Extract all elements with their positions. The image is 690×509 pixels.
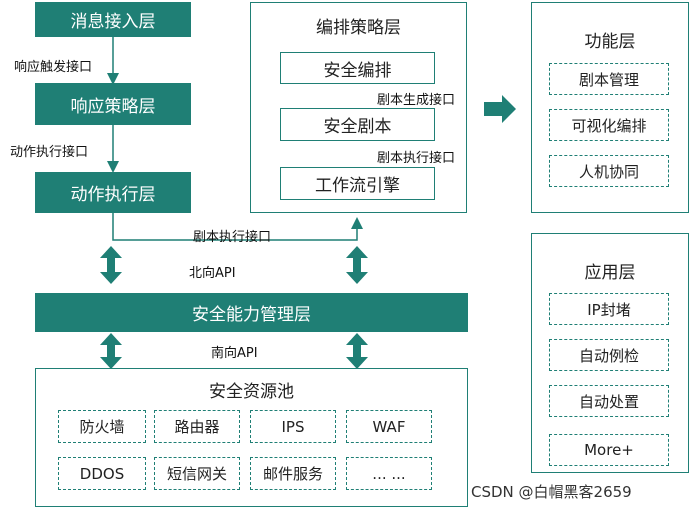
north-api-label: 北向API [189, 266, 236, 281]
flow-arrow-act-to-orch [112, 213, 363, 241]
security-script-box: 安全剧本 [280, 108, 435, 141]
csdn-watermark: CSDN @白帽黑客2659 [471, 483, 632, 501]
security-orchestration-label: 安全编排 [323, 60, 392, 81]
msg-layer-label: 消息接入层 [70, 12, 156, 32]
function-item-label: 可视化编排 [571, 116, 647, 135]
resource-label: 邮件服务 [262, 465, 323, 483]
resp-strategy-layer-box: 响应策略层 [35, 83, 191, 125]
resource-more: ... ... [346, 457, 432, 490]
resp-strategy-layer-label: 响应策略层 [70, 96, 156, 117]
action-exec-layer-label: 动作执行层 [70, 185, 156, 205]
resource-sms-gateway: 短信网关 [154, 457, 240, 490]
script-exec-iface-inner-label: 剧本执行接口 [377, 151, 456, 166]
resource-firewall: 防火墙 [58, 410, 146, 443]
resource-label: 路由器 [174, 418, 220, 436]
resp-trigger-iface-label: 响应触发接口 [14, 60, 93, 75]
resource-label: DDOS [79, 464, 125, 483]
double-arrow-south-left [100, 333, 122, 369]
security-script-label: 安全剧本 [323, 117, 392, 137]
application-item-auto-disposal: 自动处置 [549, 385, 669, 417]
south-api-label: 南向API [211, 346, 258, 361]
workflow-engine-label: 工作流引擎 [315, 176, 400, 196]
big-right-arrow [484, 95, 516, 123]
application-item-more: More+ [549, 434, 669, 466]
function-item-script-mgmt: 剧本管理 [549, 63, 669, 95]
action-exec-layer-box: 动作执行层 [35, 172, 191, 213]
resource-label: 防火墙 [79, 418, 125, 436]
resource-ips: IPS [250, 410, 336, 443]
security-capability-mgmt-layer-label: 安全能力管理层 [192, 305, 311, 325]
resource-label: IPS [281, 417, 305, 436]
resource-ddos: DDOS [58, 457, 146, 490]
workflow-engine-box: 工作流引擎 [280, 167, 435, 200]
resource-label: WAF [372, 417, 406, 436]
application-item-auto-inspection: 自动例检 [549, 339, 669, 371]
function-item-label: 剧本管理 [578, 70, 639, 89]
msg-layer-box: 消息接入层 [35, 2, 191, 37]
application-item-label: IP封堵 [587, 300, 631, 319]
double-arrow-north-right [346, 246, 368, 284]
script-exec-iface-label: 剧本执行接口 [193, 230, 272, 245]
function-layer-title: 功能层 [584, 32, 636, 52]
security-capability-mgmt-layer-box: 安全能力管理层 [35, 293, 468, 332]
resource-waf: WAF [346, 410, 432, 443]
application-layer-title: 应用层 [584, 263, 636, 283]
resource-label: ... ... [372, 464, 406, 483]
resource-pool-title: 安全资源池 [209, 382, 294, 402]
function-item-visual-orchestration: 可视化编排 [549, 109, 669, 141]
application-item-label: 自动例检 [578, 346, 639, 365]
resource-router: 路由器 [154, 410, 240, 443]
function-item-label: 人机协同 [578, 162, 639, 181]
action-exec-iface-label: 动作执行接口 [10, 145, 89, 160]
application-item-ip-block: IP封堵 [549, 293, 669, 325]
application-item-label: More+ [584, 441, 634, 459]
security-orchestration-box: 安全编排 [280, 52, 435, 84]
resource-label: 短信网关 [166, 465, 227, 483]
function-item-human-machine: 人机协同 [549, 155, 669, 187]
script-gen-iface-label: 剧本生成接口 [377, 93, 456, 108]
double-arrow-south-right [346, 333, 368, 369]
orchestration-layer-title: 编排策略层 [316, 18, 401, 38]
double-arrow-north-left [100, 246, 122, 284]
application-item-label: 自动处置 [578, 392, 639, 411]
resource-mail-service: 邮件服务 [250, 457, 336, 490]
